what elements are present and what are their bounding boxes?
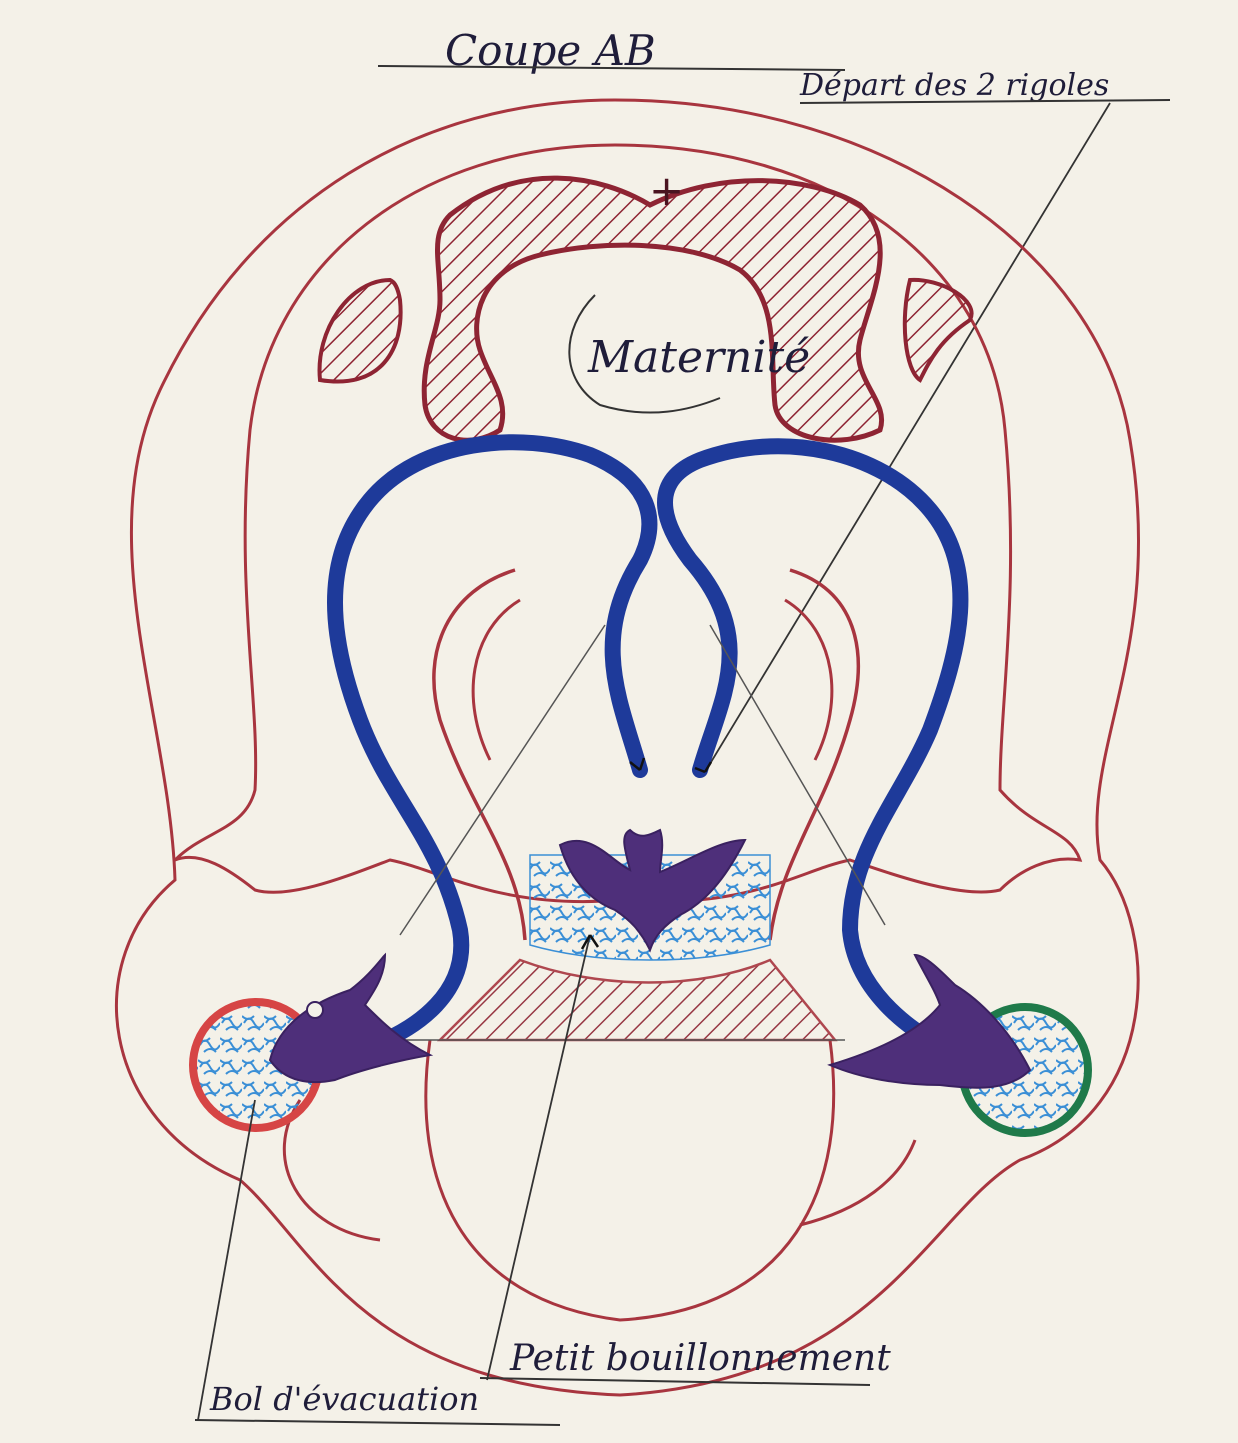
cross-symbol: + [649, 166, 684, 215]
label-depart-rigoles: Départ des 2 rigoles [799, 68, 1109, 103]
dove-left-eye [307, 1002, 323, 1018]
label-maternite: Maternité [587, 332, 810, 383]
label-petit-bouillonnement: Petit bouillonnement [509, 1338, 891, 1379]
label-bol-evacuation: Bol d'évacuation [209, 1380, 479, 1418]
